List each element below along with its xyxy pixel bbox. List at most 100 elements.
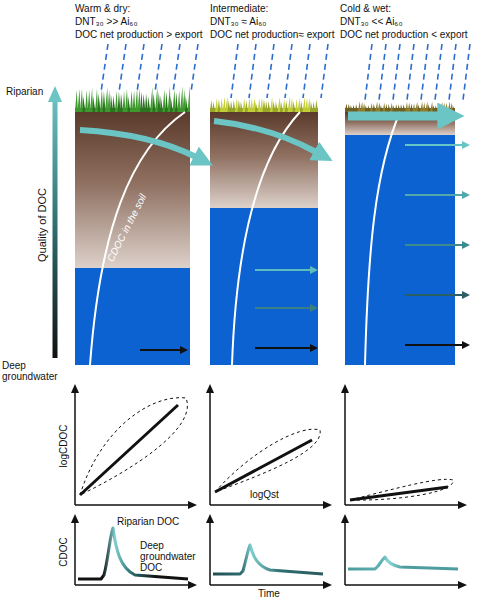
grass (123, 91, 126, 112)
grass (445, 103, 448, 112)
grass (135, 88, 138, 112)
riparian-flow-arrow (80, 116, 440, 157)
grass (95, 89, 98, 112)
grass (235, 98, 238, 112)
scenario-text: DNT₃₀ ≈ Ai₆₀ (210, 16, 266, 28)
grass (75, 86, 455, 112)
rain (155, 44, 162, 92)
rain (463, 44, 470, 100)
grass (283, 98, 286, 112)
climate-scenario-column: Warm & dry:DNT₃₀ >> Ai₆₀DOC net producti… (75, 3, 210, 365)
quality-axis (48, 86, 62, 102)
grass (368, 105, 371, 112)
grass (220, 98, 223, 112)
grass (443, 102, 446, 112)
grass (165, 92, 168, 112)
grass (278, 97, 281, 112)
climate-scenario-column: Intermediate:DNT₃₀ ≈ Ai₆₀DOC net product… (210, 3, 340, 365)
rain (267, 44, 274, 98)
grass (275, 101, 278, 112)
grass (250, 98, 253, 112)
quality-axis (48, 86, 62, 358)
rain (101, 44, 470, 100)
grass (290, 97, 293, 112)
plot-axis (344, 522, 346, 585)
grass (423, 102, 426, 112)
plot-axis (74, 392, 76, 505)
grass (163, 89, 166, 112)
grass (365, 105, 368, 112)
soil-column (345, 112, 455, 135)
grass (238, 100, 241, 112)
grass (395, 104, 398, 112)
plot-axis (323, 581, 332, 589)
rain (365, 44, 372, 100)
grass (308, 98, 311, 112)
axis-label: logCDOC (58, 425, 69, 468)
plot-axis (341, 514, 349, 523)
grass (230, 101, 233, 112)
cq-relationship (80, 398, 187, 495)
grass (310, 101, 313, 112)
quality-axis (53, 100, 58, 358)
grass (103, 92, 106, 112)
groundwater-flow-arrow (310, 344, 318, 352)
grass (90, 88, 93, 112)
grass (170, 96, 173, 112)
grass (120, 94, 123, 112)
groundwater-flow-arrow (462, 341, 470, 349)
grass (213, 102, 216, 112)
grass (418, 104, 421, 112)
grass (113, 96, 116, 112)
grass (378, 102, 381, 112)
riparian-flow-arrow (214, 121, 316, 152)
rain (449, 44, 456, 100)
riparian-flow-arrow (348, 112, 440, 121)
grass (380, 105, 383, 112)
plot-axis (344, 392, 346, 505)
grass (258, 98, 261, 112)
scenario-text: DOC net production < export (340, 29, 468, 41)
grass (345, 103, 348, 112)
grass (280, 101, 283, 112)
grass (315, 100, 318, 112)
grass (118, 92, 121, 112)
grass (180, 86, 183, 112)
grass (80, 89, 83, 112)
grass (233, 100, 236, 112)
rain (231, 44, 238, 98)
climate-scenario-column: Cold & wet:DNT₃₀ << Ai₆₀DOC net producti… (340, 3, 480, 365)
plot-axis (209, 392, 211, 505)
groundwater-flow-arrow (405, 244, 463, 246)
grass (143, 94, 146, 112)
grass (268, 101, 271, 112)
grass (300, 100, 303, 112)
scenario-heading: Warm & dry: (75, 3, 130, 15)
grass (153, 93, 156, 112)
grass (175, 93, 178, 112)
grass (108, 90, 111, 112)
groundwater-flow-arrow (405, 194, 463, 196)
grass (440, 102, 443, 112)
scenario-text: DOC net production > export (75, 29, 203, 41)
grass (168, 86, 171, 112)
grass (370, 103, 373, 112)
soil-column (210, 112, 318, 208)
grass (450, 103, 453, 112)
grass (110, 94, 113, 112)
soil-column (210, 208, 318, 365)
grass (288, 96, 291, 112)
rain (101, 44, 108, 92)
grass (415, 101, 418, 112)
grass (98, 93, 101, 112)
grass (243, 98, 246, 112)
grass (85, 90, 88, 112)
grass (270, 97, 273, 112)
grass (115, 91, 118, 112)
grass (240, 102, 243, 112)
axis-label: Deep groundwater DOC (140, 540, 198, 573)
doc-profile-curve (232, 112, 300, 365)
grass (255, 102, 258, 112)
grass (303, 97, 306, 112)
